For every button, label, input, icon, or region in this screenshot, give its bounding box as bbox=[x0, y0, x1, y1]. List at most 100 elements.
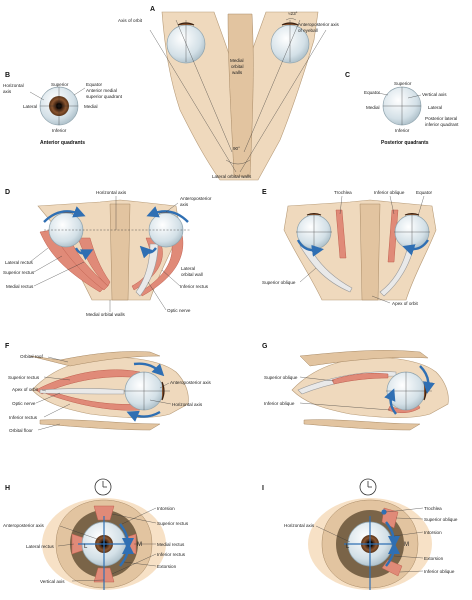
h-superior-rectus bbox=[93, 505, 115, 521]
f-leader-apex bbox=[41, 389, 47, 392]
d-leader-ap bbox=[165, 202, 179, 213]
h-leader-intorsion bbox=[121, 507, 157, 525]
f-leader-horizontal bbox=[149, 399, 172, 405]
label-f-optic-nerve: Optic nerve bbox=[12, 401, 36, 406]
label-d-medial-rectus: Medial rectus bbox=[6, 284, 34, 289]
e-leader-inferior-oblique bbox=[389, 195, 395, 215]
label-f-superior-rectus: Superior rectus bbox=[8, 375, 40, 380]
label-e-trochlea: Trochlea bbox=[334, 190, 352, 195]
f-orbital-floor bbox=[39, 419, 161, 431]
e-leader-superior-oblique bbox=[299, 267, 317, 283]
label-d-horizontal-axis: Horizontal axis bbox=[96, 190, 127, 195]
d-leader-inferior-rectus bbox=[161, 269, 181, 287]
f-leader-inferior-rectus bbox=[43, 403, 71, 418]
panel-letter-a: A bbox=[150, 6, 155, 13]
f-leader-floor bbox=[37, 423, 61, 431]
leader-c-equator bbox=[377, 92, 389, 96]
label-superior-quadrant: superior quadrant bbox=[86, 94, 123, 99]
label-h-lateral-rectus: Lateral rectus bbox=[26, 544, 55, 549]
label-g-superior-oblique: Superior oblique bbox=[264, 375, 298, 380]
label-i-horizontal-axis: Horizontal axis bbox=[284, 523, 315, 528]
label-lateral-orbital-walls: Lateral orbital walls bbox=[212, 174, 252, 179]
label-i-inferior-oblique: Inferior oblique bbox=[424, 569, 455, 574]
h-clock-icon bbox=[94, 478, 112, 496]
panel-h: H L M Intorsion Superior rectus Anteropo… bbox=[3, 478, 189, 590]
g-leader-inferior-oblique bbox=[299, 402, 391, 411]
panel-letter-d: D bbox=[5, 189, 10, 196]
panel-g: G Superior oblique Inferior oblique bbox=[262, 343, 449, 431]
h-leader-lateral-rectus bbox=[57, 543, 75, 547]
h-leader-superior-rectus bbox=[111, 513, 157, 524]
h-leader-extorsion bbox=[123, 561, 157, 567]
e-nerve-right bbox=[379, 245, 415, 297]
label-e-equator: Equator bbox=[416, 190, 433, 195]
e-leader-trochlea bbox=[339, 195, 343, 215]
right-lateral-wall-line bbox=[239, 29, 327, 173]
label-f-inferior-rectus: Inferior rectus bbox=[9, 415, 38, 420]
leader-equator bbox=[73, 87, 86, 96]
label-horizontal: Horizontal bbox=[3, 83, 24, 88]
angle-arc-90 bbox=[225, 159, 251, 165]
g-rotation-arrow-bottom bbox=[384, 388, 397, 415]
i-leader-inferior-oblique bbox=[399, 570, 424, 573]
i-intorsion-arrow bbox=[385, 521, 400, 548]
panel-b: B Horizontal axis Superior Equator Anter… bbox=[3, 72, 123, 146]
d-leader-optic-nerve bbox=[147, 281, 167, 311]
i-m-marker: M bbox=[404, 542, 409, 548]
i-clock-icon bbox=[359, 478, 377, 496]
label-d-ap-1: Anteroposterior bbox=[180, 196, 212, 201]
label-e-apex-of-orbit: Apex of orbit bbox=[392, 301, 419, 306]
f-leader-optic-nerve bbox=[35, 392, 61, 404]
g-orbital-floor bbox=[303, 419, 421, 431]
label-h-superior-rectus: Superior rectus bbox=[157, 521, 189, 526]
label-g-inferior-oblique: Inferior oblique bbox=[264, 401, 295, 406]
label-c-superior: Superior bbox=[394, 81, 412, 86]
label-d-ap-2: axis bbox=[180, 202, 189, 207]
label-i-intorsion: Intorsion bbox=[424, 530, 442, 535]
panel-letter-f: F bbox=[5, 343, 10, 350]
label-medial-3: walls bbox=[232, 70, 243, 75]
caption-posterior-quadrants: Posterior quadrants bbox=[381, 140, 429, 146]
label-f-ap-axis: Anteroposterior axis bbox=[170, 380, 212, 385]
i-l-marker: L bbox=[346, 544, 350, 550]
d-optic-nerve bbox=[135, 243, 159, 297]
label-d-lateral-wall-1: Lateral bbox=[181, 266, 195, 271]
label-23-degrees: ≈23° bbox=[288, 11, 298, 16]
g-rotation-arrow-top bbox=[419, 365, 435, 394]
label-90-degrees: 90° bbox=[233, 146, 240, 151]
panel-letter-e: E bbox=[262, 189, 267, 196]
label-c-equator: Equator bbox=[364, 90, 381, 95]
label-c-medial: Medial bbox=[366, 105, 380, 110]
i-leader-intorsion bbox=[393, 531, 424, 537]
g-orbital-roof bbox=[299, 350, 429, 367]
g-leader-superior-oblique bbox=[299, 376, 335, 382]
label-d-inferior-rectus: Inferior rectus bbox=[180, 284, 209, 289]
f-optic-nerve bbox=[39, 388, 125, 395]
label-d-medial-walls: Medial orbital walls bbox=[86, 312, 126, 317]
label-i-extorsion: Extorsion bbox=[424, 556, 444, 561]
label-f-apex-of-orbit: Apex of orbit bbox=[12, 387, 39, 392]
h-leader-ap bbox=[59, 525, 101, 541]
label-equator: Equator bbox=[86, 82, 103, 87]
panel-c: C Superior Equator Vertical axis Medial … bbox=[345, 72, 459, 146]
label-medial: Medial bbox=[84, 104, 98, 109]
i-trochlea-marker bbox=[381, 509, 387, 515]
label-axis-of-orbit: Axis of orbit bbox=[118, 18, 143, 23]
label-h-extorsion: Extorsion bbox=[157, 564, 177, 569]
label-e-inferior-oblique: Inferior oblique bbox=[374, 190, 405, 195]
label-h-medial-rectus: Medial rectus bbox=[157, 542, 185, 547]
d-lateral-rectus-right bbox=[139, 233, 184, 297]
right-orbit-axis-line bbox=[243, 19, 301, 153]
f-leader-ap bbox=[159, 382, 170, 389]
label-i-trochlea: Trochlea bbox=[424, 506, 442, 511]
caption-anterior-quadrants: Anterior quadrants bbox=[40, 140, 85, 146]
label-d-lateral-wall-2: orbital wall bbox=[181, 272, 203, 277]
left-lateral-wall-line bbox=[149, 29, 237, 173]
i-extorsion-arrow bbox=[385, 542, 400, 567]
f-leader-superior-rectus bbox=[43, 376, 71, 381]
panel-i: I L M Trochlea Superior oblique Horizont… bbox=[262, 478, 458, 590]
label-d-lateral-rectus: Lateral rectus bbox=[5, 260, 34, 265]
e-leader-equator bbox=[417, 195, 425, 217]
label-f-horizontal-axis: Horizontal axis bbox=[172, 402, 203, 407]
d-leader-lateral-rectus bbox=[29, 247, 49, 263]
